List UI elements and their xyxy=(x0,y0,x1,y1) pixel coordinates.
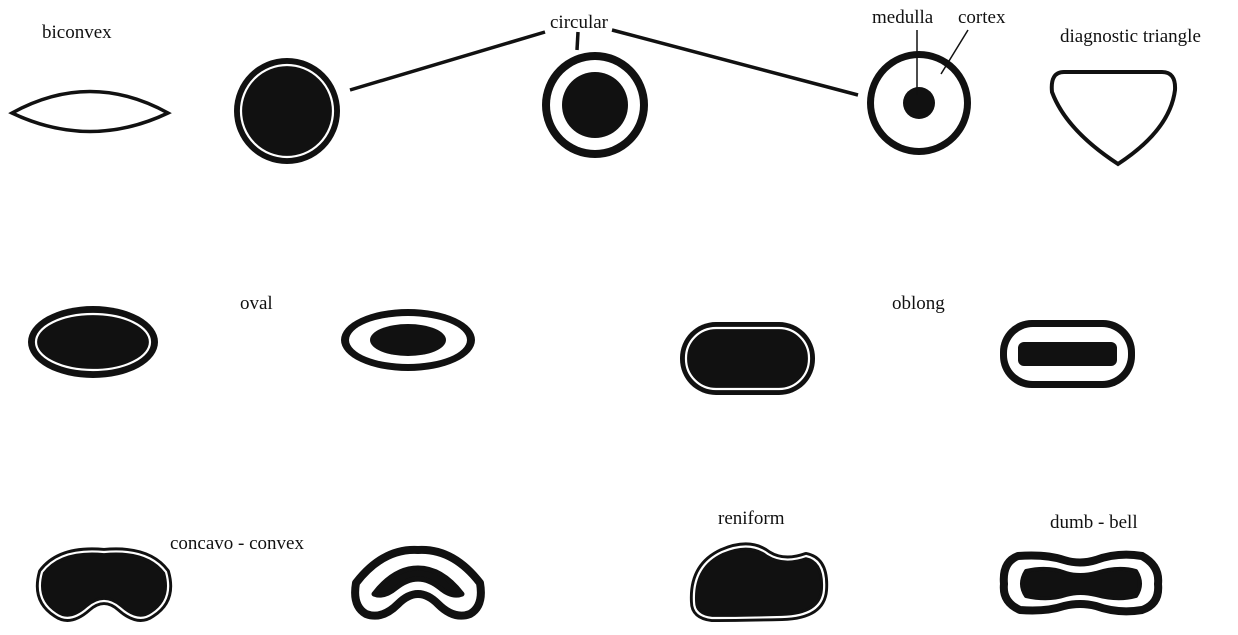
oblong-shape-2 xyxy=(1000,320,1135,388)
oval-shape-1 xyxy=(28,306,158,378)
label-dumb-bell: dumb - bell xyxy=(1050,512,1138,533)
dumb-bell-shape xyxy=(1004,555,1158,612)
label-medulla: medulla xyxy=(872,7,934,28)
label-biconvex: biconvex xyxy=(42,22,112,43)
concavo-convex-shape-1 xyxy=(40,551,168,617)
label-oblong: oblong xyxy=(892,293,945,314)
diagnostic-triangle-shape xyxy=(1052,72,1175,164)
label-circular: circular xyxy=(550,12,609,33)
label-oval: oval xyxy=(240,293,273,314)
oval-shape-2 xyxy=(341,309,475,371)
circular-shape-2 xyxy=(542,52,648,158)
circular-shape-1 xyxy=(234,58,340,164)
concavo-convex-shape-2 xyxy=(355,550,481,616)
label-cortex: cortex xyxy=(958,7,1006,28)
label-reniform: reniform xyxy=(718,508,785,529)
reniform-shape xyxy=(694,546,824,618)
label-concavo-convex: concavo - convex xyxy=(170,533,304,554)
oblong-shape-1 xyxy=(680,322,815,395)
circular-shape-3 xyxy=(867,51,971,155)
biconvex-shape xyxy=(12,92,168,132)
label-diagnostic-triangle: diagnostic triangle xyxy=(1060,26,1201,47)
